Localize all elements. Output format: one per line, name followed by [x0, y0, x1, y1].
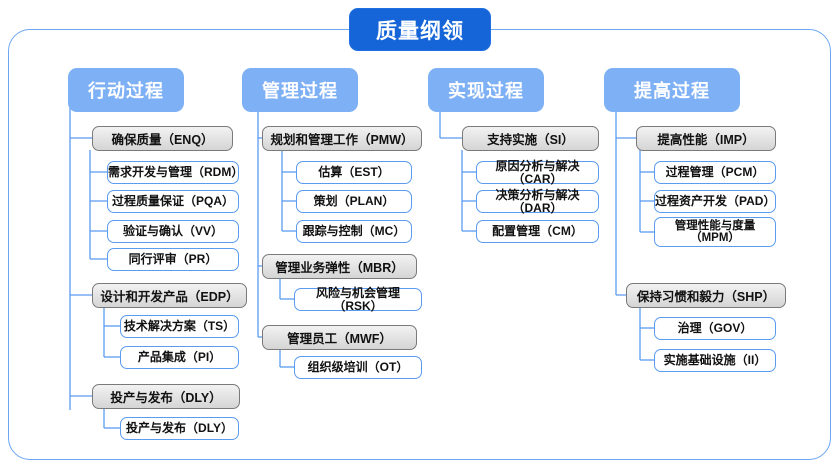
leaf-box[interactable]: 实施基础设施（II）	[654, 349, 776, 372]
leaf-box[interactable]: 投产与发布（DLY）	[120, 417, 239, 440]
leaf-box[interactable]: 决策分析与解决（DAR）	[476, 188, 599, 214]
column-header-1[interactable]: 行动过程	[68, 68, 184, 112]
column-header-2[interactable]: 管理过程	[242, 68, 358, 112]
group-box[interactable]: 设计和开发产品（EDP）	[92, 283, 247, 308]
leaf-box[interactable]: 过程资产开发（PAD）	[654, 190, 776, 213]
leaf-box[interactable]: 产品集成（PI）	[120, 346, 239, 369]
leaf-box[interactable]: 过程管理（PCM）	[654, 161, 776, 184]
column-header-4[interactable]: 提高过程	[604, 68, 740, 112]
leaf-box[interactable]: 过程质量保证（PQA）	[107, 190, 239, 213]
leaf-box[interactable]: 治理（GOV）	[654, 317, 776, 340]
leaf-box[interactable]: 组织级培训（OT）	[294, 356, 422, 379]
leaf-box[interactable]: 需求开发与管理（RDM）	[107, 161, 243, 184]
group-box[interactable]: 规划和管理工作（PMW）	[262, 126, 422, 151]
group-box[interactable]: 管理员工（MWF）	[262, 325, 417, 350]
root-title[interactable]: 质量纲领	[349, 8, 491, 51]
group-box[interactable]: 提高性能（IMP）	[636, 126, 776, 151]
leaf-box[interactable]: 原因分析与解决（CAR）	[476, 159, 599, 185]
leaf-box[interactable]: 配置管理（CM）	[476, 220, 599, 243]
group-box[interactable]: 投产与发布（DLY）	[92, 384, 240, 409]
leaf-box[interactable]: 风险与机会管理（RSK）	[294, 286, 422, 312]
group-box[interactable]: 支持实施（SI）	[462, 126, 599, 151]
group-box[interactable]: 管理业务弹性（MBR）	[262, 254, 417, 279]
leaf-box[interactable]: 验证与确认（VV）	[107, 220, 239, 243]
leaf-box[interactable]: 跟踪与控制（MC）	[296, 220, 412, 243]
leaf-box[interactable]: 估算（EST）	[296, 161, 412, 184]
leaf-box[interactable]: 管理性能与度量 （MPM）	[654, 217, 776, 247]
leaf-box[interactable]: 策划（PLAN）	[296, 190, 412, 213]
column-header-3[interactable]: 实现过程	[428, 68, 544, 112]
group-box[interactable]: 确保质量（ENQ）	[92, 126, 233, 151]
leaf-box[interactable]: 技术解决方案（TS）	[120, 315, 239, 338]
group-box[interactable]: 保持习惯和毅力（SHP）	[626, 283, 786, 308]
leaf-box[interactable]: 同行评审（PR）	[107, 248, 239, 271]
